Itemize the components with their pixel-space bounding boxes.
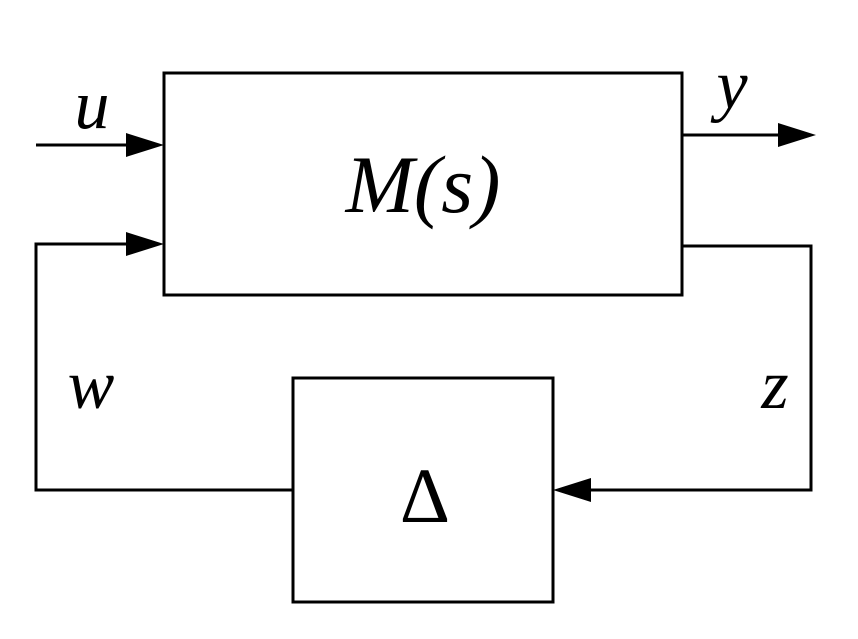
feedback-w-signal: w	[34, 232, 293, 492]
uncertainty-block-delta: Δ	[291, 376, 555, 604]
output-y-arrowhead	[778, 123, 816, 147]
uncertainty-block-label: Δ	[400, 452, 450, 539]
input-u-signal: u	[36, 67, 164, 157]
feedback-z-path	[590, 244, 813, 492]
input-u-label: u	[75, 67, 110, 144]
plant-block-m: M(s)	[162, 71, 684, 297]
feedback-w-label: w	[68, 347, 115, 424]
input-u-arrowhead	[126, 133, 164, 157]
feedback-z-arrowhead	[553, 478, 591, 502]
output-y-label: y	[710, 47, 748, 124]
feedback-w-arrowhead	[126, 232, 164, 256]
feedback-w-path	[34, 242, 293, 492]
feedback-z-label: z	[760, 347, 788, 424]
output-y-signal: y	[682, 47, 816, 147]
plant-block-label: M(s)	[345, 139, 501, 230]
plant-block-frame	[162, 71, 684, 297]
feedback-z-signal: z	[553, 244, 813, 502]
